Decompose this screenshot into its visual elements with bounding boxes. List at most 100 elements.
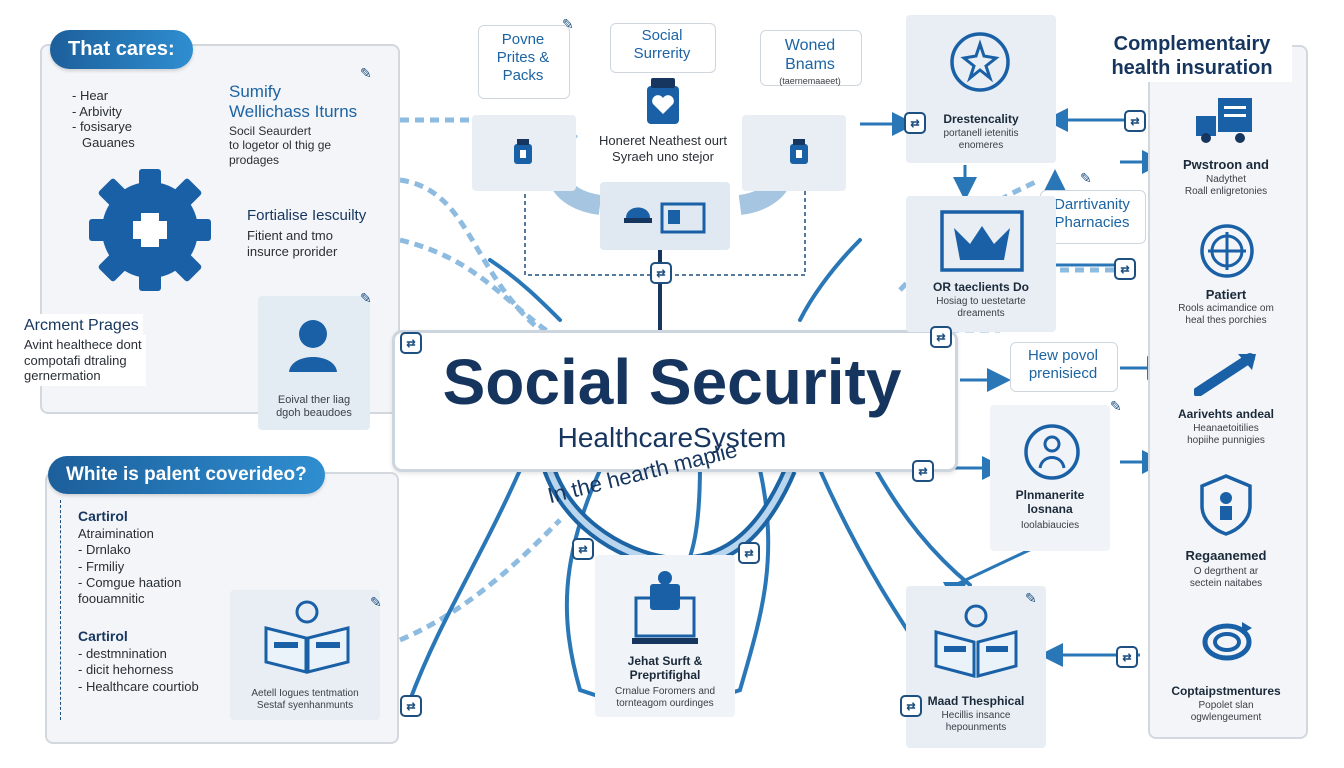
right-mid-title-4: Hew povol prenisiecd [1027,347,1099,382]
left-bottom-header: White is palent coverideo? [48,456,325,494]
connector-badge-icon: ⇄ [1116,646,1138,668]
list-item: Gauanes [82,134,135,150]
top-card-2-title: Social Surrerity [633,27,691,62]
central-subtitle: HealthcareSystem [557,422,787,453]
right-mid-card-3 [906,196,1056,332]
right-item-title: Pwstroon and [1183,157,1269,172]
person-caption: Eoival ther liag dgoh beaudoes [276,394,352,420]
connector-badge-icon: ⇄ [1114,258,1136,280]
list-item: Atraimination [78,526,154,541]
bottom-center-title: Jehat Surft & Preprtifighal [627,654,703,683]
group-title: Cartirol [78,508,128,524]
pencil-doodle-icon: ✎ [1025,590,1037,606]
right-item-body: O degrthent ar sectein naitabes [1189,566,1263,589]
block-title: Sumify Wellichass Iturns [229,82,358,122]
shield-person-icon [1200,474,1252,536]
right-column-title: Complementairy health insuration [1092,30,1292,82]
pencil-doodle-icon: ✎ [562,16,574,32]
top-card-3 [760,30,862,86]
block-body: Avint healthece dont compotafi dtraling … [20,335,146,386]
group-title: Cartirol [78,628,128,644]
pencil-doodle-icon: ✎ [360,290,372,306]
pencil-doodle-icon: ✎ [1080,170,1092,186]
block-body: Socil Seaurdert to logetor ol thig ge pr… [229,124,332,167]
right-item-title: Patiert [1205,287,1247,302]
top-card-3-sub: (taernemaaeet) [779,76,841,86]
heart-jar-icon [647,78,679,124]
right-mid-body-3: Hosiag to uestetarte dreaments [936,296,1026,319]
jar-icon [514,139,532,164]
right-mid-body-6: Hecillis insance hepounments [941,710,1011,733]
group-list: - destmnination - dicit hehorness - Heal… [78,646,199,695]
right-mid-card-6 [906,586,1046,748]
open-book-icon [264,600,350,674]
right-mid-body-5: Ioolabiaucies [1020,520,1080,531]
right-mid-card-2 [1040,190,1146,244]
connector-badge-icon: ⇄ [1124,110,1146,132]
connector-badge-icon: ⇄ [400,695,422,717]
right-item-body: Popolet slan ogwlengeument [1190,700,1262,723]
group-list: Atraimination - Drnlako - Frmiliy - Comg… [78,526,181,607]
right-mid-body-1: portanell ietenitis enomeres [943,128,1019,151]
block-body: Fitient and tmo insurce prorider [247,228,338,259]
bottom-center-body: Crnalue Foromers and tornteagom ourdinge… [614,686,716,709]
gear-medical-cross-icon [89,169,211,291]
list-item: - dicit hehorness [78,662,174,678]
jar-icon [790,139,808,164]
dashed-divider [60,500,61,720]
refresh-loop-icon [1202,622,1252,661]
right-mid-card-4 [1010,342,1118,392]
crown-screen-icon [940,210,1024,272]
pencil-doodle-icon: ✎ [360,65,372,81]
right-column-panel [1148,45,1308,739]
top-center-caption: Honeret Neathest ourt Syraeh uno stejor [599,133,727,164]
list-item: - Healthcare courtiob [78,678,199,694]
doctor-circle-icon [1024,424,1080,480]
list-item: - Hear [72,88,109,103]
pencil-doodle-icon: ✎ [370,594,382,610]
list-item: - Drnlako [78,542,131,558]
connector-badge-icon: ⇄ [738,542,760,564]
list-item: - Arbivity [72,103,122,119]
top-center-box [600,182,730,250]
syringe-arrow-icon [1194,353,1256,396]
right-item-body: Nadythet Roall enligretonies [1184,174,1268,197]
right-mid-title-2: Darrtivanity Pharnacies [1054,196,1130,231]
left-top-header: That cares: [50,30,193,69]
top-card-2 [610,23,716,73]
top-card-3-title: Woned Bnams [784,37,836,74]
connector-badge-icon: ⇄ [400,332,422,354]
right-mid-title-5: Plnmanerite losnana [1015,488,1085,517]
connector-badge-icon: ⇄ [930,326,952,348]
right-item-title: Regaanemed [1185,548,1267,563]
connector-badge-icon: ⇄ [572,538,594,560]
left-top-list: - Hear - Arbivity - fosisarye Gauanes [72,88,135,150]
delivery-truck-icon [1196,98,1252,143]
right-mid-title-3: OR taeclients Do [932,280,1030,294]
block-title: Arcment Prages [20,314,143,338]
connector-badge-icon: ⇄ [900,695,922,717]
right-mid-title-1: Drestencality [943,112,1019,126]
list-item: - destmnination [78,646,167,661]
connector-badge-icon: ⇄ [650,262,672,284]
open-book-icon [934,604,1018,678]
central-title: Social Security [442,346,902,418]
book-caption: Aetell Iogues tentmation Sestaf syenhanm… [251,688,359,711]
right-mid-title-6: Maad Thesphical [927,694,1025,708]
right-item-title: Aarivehts andeal [1177,407,1275,421]
connector-badge-icon: ⇄ [904,112,926,134]
right-item-body: Heanaetoitilies hopiihe punnigies [1187,423,1265,446]
person-icon [289,320,337,372]
list-item: - Frmiliy [78,558,125,574]
list-item: - fosisarye [72,119,132,135]
list-item: - Comgue haation [78,574,182,590]
block-title: Fortialise Iescuilty [247,207,367,224]
pencil-doodle-icon: ✎ [1110,398,1122,414]
computer-monitor-icon [632,571,698,644]
list-item: foouamnitic [78,591,145,606]
connector-badge-icon: ⇄ [912,460,934,482]
central-title-box [392,330,958,472]
crosshair-circle-icon [1200,224,1254,278]
right-item-title: Coptaipstmentures [1171,684,1281,698]
top-card-1-title: Povne Prites & Packs [496,31,550,84]
